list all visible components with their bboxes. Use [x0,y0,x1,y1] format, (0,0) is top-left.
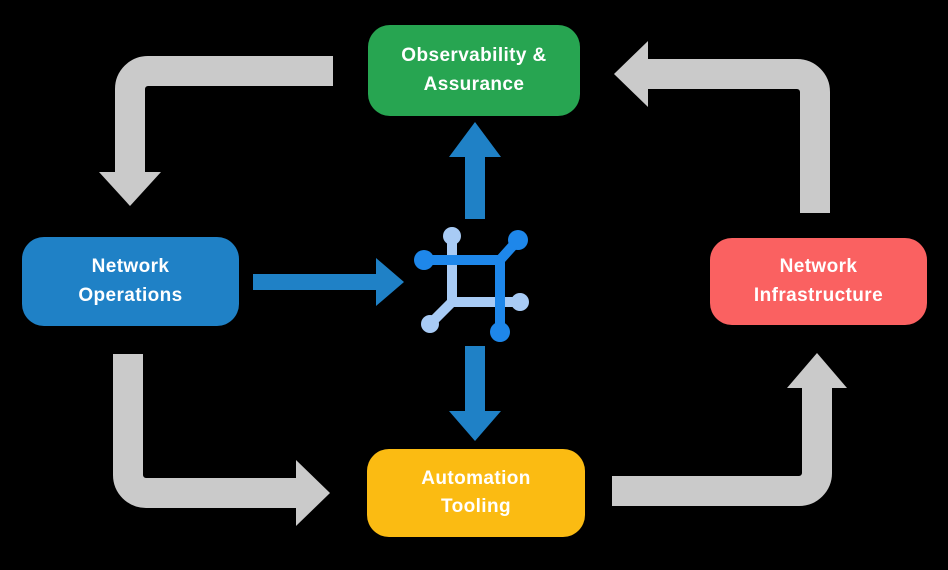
arrow-head-down-icon [449,411,501,441]
arrow-infrastructure-to-observability [614,41,830,213]
node-network-infrastructure: Network Infrastructure [710,238,927,325]
arrow-operations-to-center [253,258,404,306]
arrow-automation-to-infrastructure [612,353,847,506]
node-label-line1: Automation [421,467,531,489]
arrow-head-up-icon [449,122,501,157]
arrow-shaft [648,59,830,213]
arrow-shaft [612,387,832,506]
node-label-line2: Tooling [441,496,511,517]
arrow-head-left-icon [614,41,648,107]
arrow-operations-to-automation [113,354,330,526]
network-mesh-icon [414,227,529,342]
icon-light-dots [421,227,529,333]
node-label-line2: Assurance [423,73,525,95]
icon-dark-dots [414,230,528,342]
node-automation-tooling: Automation Tooling [367,449,585,537]
arrow-shaft [115,56,333,173]
arrow-head-down-icon [99,172,161,206]
node-label-line1: Network [91,256,170,277]
node-label-line1: Observability & [401,45,547,66]
arrow-head-right-icon [376,258,404,306]
arrow-center-to-observability [449,122,501,219]
arrow-shaft [113,354,296,508]
node-label-line1: Network [779,256,858,277]
node-network-operations: Network Operations [22,237,239,326]
arrow-center-to-automation [449,346,501,441]
arrow-head-up-icon [787,353,847,388]
node-label-line2: Infrastructure [753,284,884,306]
arrow-head-right-icon [296,460,330,526]
node-label-line2: Operations [78,284,183,306]
arrow-observability-to-operations [99,56,333,206]
node-observability-assurance: Observability & Assurance [368,25,580,116]
